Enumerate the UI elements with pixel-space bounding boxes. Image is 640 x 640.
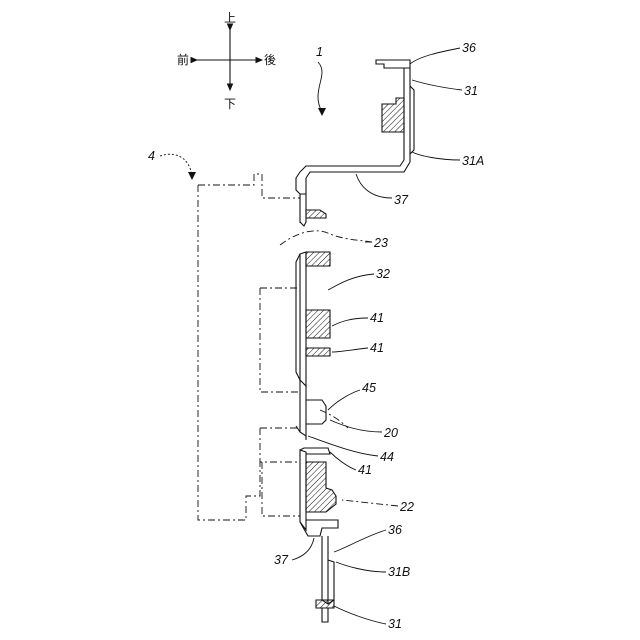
direction-up: 上	[224, 11, 236, 25]
wall-31-bulge	[410, 86, 414, 154]
leader-31A	[412, 152, 460, 160]
ref-36-top: 36	[462, 41, 476, 55]
ref-41-c: 41	[358, 463, 372, 477]
ref-41-a: 41	[370, 311, 384, 325]
wall-32-outer	[296, 254, 300, 380]
leader-41a	[332, 318, 368, 326]
orientation-indicator: 上 下 前 後	[177, 11, 276, 111]
clip-45[interactable]	[306, 400, 326, 424]
leader-31-top	[412, 80, 462, 90]
wall-31-top	[404, 68, 410, 162]
wall-31B-bulge	[328, 560, 334, 604]
tab-upper[interactable]	[306, 210, 326, 218]
ref-4-leader	[160, 154, 192, 176]
wall-32	[300, 252, 306, 386]
leader-41c	[330, 452, 356, 470]
direction-down: 下	[224, 97, 236, 111]
leader-20	[330, 420, 382, 432]
ref-1-arrowhead	[318, 108, 326, 116]
phantom-outer-outline	[198, 185, 298, 520]
leader-31-bottom	[334, 606, 386, 624]
phantom-component-4	[198, 174, 372, 520]
ref-31A: 31A	[462, 154, 484, 168]
leader-37-top	[356, 174, 392, 198]
boss-32[interactable]	[306, 252, 330, 266]
leader-37-bottom	[292, 538, 314, 560]
phantom-bottom-box	[262, 462, 300, 516]
leader-22	[342, 500, 398, 506]
leader-32	[328, 274, 374, 290]
phantom-23-curve	[280, 231, 372, 245]
leader-31B	[336, 562, 386, 572]
leader-45	[328, 390, 360, 410]
ref-32: 32	[376, 267, 390, 281]
ref-44: 44	[380, 450, 394, 464]
wall-44	[300, 380, 306, 436]
ref-23: 23	[373, 236, 388, 250]
ref-1: 1	[316, 45, 323, 59]
wall-lower	[300, 450, 306, 530]
ref-31-bottom: 31	[388, 617, 402, 631]
ref-36-bottom: 36	[388, 523, 402, 537]
direction-rear: 後	[264, 53, 276, 67]
step-31A	[300, 160, 410, 178]
leader-36-bottom	[334, 530, 386, 552]
tab-31-bottom[interactable]	[316, 600, 334, 608]
ref-1-leader	[318, 62, 322, 112]
boss-22[interactable]	[306, 462, 336, 512]
phantom-top-outline	[198, 174, 300, 225]
boss-upper[interactable]	[382, 98, 404, 132]
ref-31B: 31B	[388, 565, 410, 579]
ref-31-top: 31	[464, 84, 478, 98]
ref-4: 4	[148, 149, 155, 163]
panel-profile	[296, 60, 414, 622]
ref-37-top: 37	[394, 193, 409, 207]
ref-41-b: 41	[370, 341, 384, 355]
ref-4-arrowhead	[188, 172, 196, 180]
ref-20: 20	[383, 426, 398, 440]
leader-44	[308, 436, 378, 456]
flange-36-top	[376, 60, 410, 68]
ref-22: 22	[399, 500, 414, 514]
boss-41b[interactable]	[306, 348, 330, 356]
ref-37-bottom: 37	[274, 553, 289, 567]
wall-31B	[322, 536, 328, 604]
direction-front: 前	[177, 52, 189, 67]
wall-front-neck	[300, 194, 306, 226]
wall-front-upper	[296, 172, 306, 194]
leader-41b	[332, 348, 368, 352]
phantom-lower-step	[260, 428, 300, 462]
phantom-middle-box	[260, 288, 300, 392]
ref-45: 45	[362, 381, 376, 395]
boss-41a[interactable]	[306, 310, 330, 338]
leader-36-top	[410, 48, 460, 64]
wall-31-bottom	[322, 608, 328, 622]
